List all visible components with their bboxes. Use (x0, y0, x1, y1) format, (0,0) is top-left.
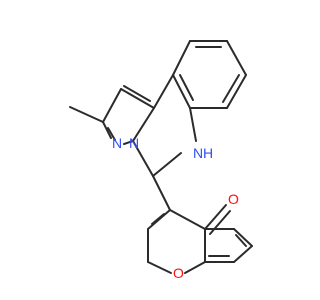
benzo-ring-bottom (204, 228, 253, 263)
pyrazole-ring (69, 85, 155, 145)
atom-o-carbonyl: O (228, 191, 239, 207)
pyranone-ring (147, 204, 231, 274)
atom-n-bridgehead: N (129, 135, 139, 151)
atom-nh-hydrogen: H (203, 145, 213, 161)
structure-svg: N N N H O O (69, 40, 253, 281)
atom-o-ring: O (173, 265, 184, 281)
atom-nh-nitrogen: N (193, 145, 203, 161)
linker-bond (152, 175, 171, 211)
benzene-ring-top (172, 40, 247, 109)
dihydropyrimidine-ring (132, 74, 197, 177)
atom-n-pyrazole: N (112, 135, 122, 151)
molecule-diagram: N N N H O O (69, 40, 253, 281)
